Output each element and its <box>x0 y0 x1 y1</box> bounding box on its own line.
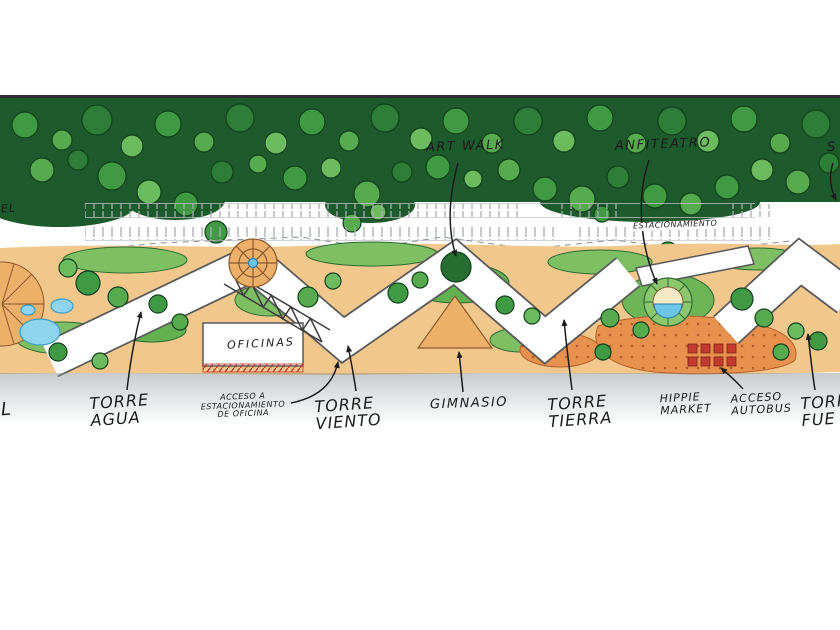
plan-trees <box>48 251 828 370</box>
label-spa-partial: S <box>826 139 838 156</box>
arrow-gimnasio <box>456 351 464 393</box>
forest-trees <box>11 103 840 270</box>
amphitheater <box>643 277 693 327</box>
label-hippie-market: HIPPIE MARKET <box>659 390 713 418</box>
arrow-acceso-autobus <box>720 367 744 390</box>
arrow-torre-tierra <box>561 319 573 391</box>
arrow-spa <box>829 162 837 201</box>
market-stalls <box>687 343 737 367</box>
gimnasio-terrace <box>416 294 494 349</box>
label-hotel-partial-top: EL <box>0 201 17 216</box>
label-hotel-partial-bottom: L <box>0 398 13 421</box>
label-art-walk: ART WALK <box>425 137 506 156</box>
label-torre-fuego-partial: TORRE FUE <box>799 389 840 431</box>
label-acceso-autobus: ACCESO AUTOBUS <box>730 389 793 418</box>
label-torre-agua: TORRE AGUA <box>88 389 150 431</box>
arrow-torre-viento <box>346 345 357 392</box>
label-gimnasio: GIMNASIO <box>429 394 509 413</box>
boundary-dashes <box>61 236 791 253</box>
arrow-torre-agua <box>126 311 143 391</box>
arrow-acceso-oficina <box>290 361 340 404</box>
oficinas-building <box>202 322 304 373</box>
label-torre-viento: TORRE VIENTO <box>313 393 383 434</box>
parking-area <box>85 203 775 241</box>
arrow-art-walk <box>449 162 459 257</box>
plaza-circle <box>228 238 278 288</box>
label-acceso-oficina: ACCESO A ESTACIONAMIENTO DE OFICINA <box>200 391 286 420</box>
label-torre-tierra: TORRE TIERRA <box>546 391 613 432</box>
drop-shadow <box>0 373 840 425</box>
water-pond <box>19 298 74 346</box>
arrow-torre-fuego <box>805 333 816 391</box>
